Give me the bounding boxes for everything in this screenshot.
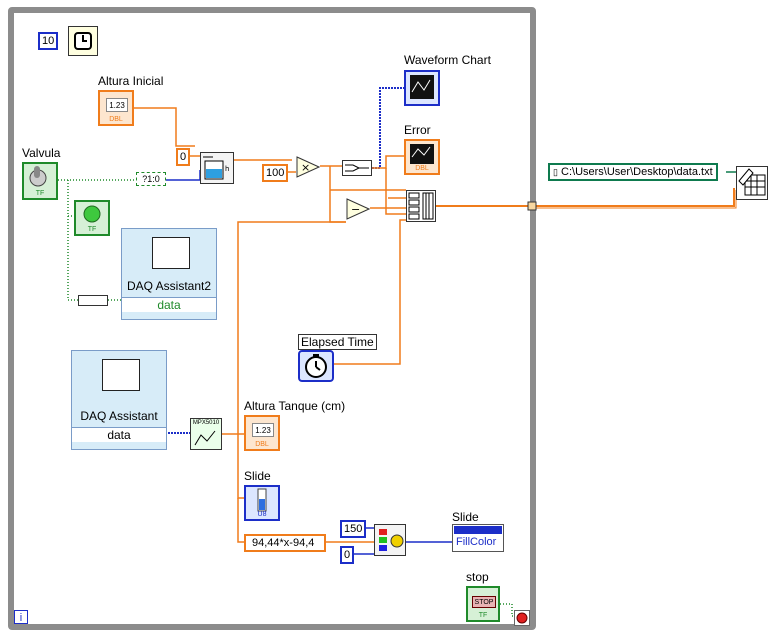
hundred-constant[interactable]: 100: [262, 164, 289, 182]
altura-tanque-indicator[interactable]: 1.23 DBL: [244, 415, 280, 451]
led-indicator[interactable]: TF: [74, 200, 110, 236]
daq-assistant-data-port[interactable]: data: [72, 427, 166, 442]
svg-text:h: h: [225, 165, 229, 173]
write-spreadsheet-file-node[interactable]: [736, 166, 768, 200]
zero-constant[interactable]: 0: [176, 148, 191, 166]
chart-icon: [410, 144, 434, 164]
daq-assistant-node[interactable]: DAQ Assistant data: [71, 350, 167, 450]
tank-subvi-icon[interactable]: h: [200, 152, 234, 184]
error-label: Error: [404, 123, 431, 137]
file-path-constant[interactable]: ▯ C:\Users\User\Desktop\data.txt: [548, 163, 718, 181]
bool-to-number-small[interactable]: [78, 295, 108, 306]
altura-inicial-control[interactable]: 1.23 DBL: [98, 90, 134, 126]
iteration-terminal[interactable]: i: [14, 610, 28, 624]
slide-label: Slide: [244, 469, 271, 483]
build-array-node[interactable]: [342, 160, 372, 176]
altura-inicial-label: Altura Inicial: [98, 74, 164, 88]
subtract-node[interactable]: −: [346, 198, 371, 220]
daq-icon: [102, 359, 140, 391]
elapsed-time-express-vi[interactable]: [298, 350, 334, 382]
fill-color-property[interactable]: FillColor: [456, 536, 497, 548]
numeric-display-icon: 1.23: [106, 98, 128, 112]
color-ramp-icon: [379, 529, 404, 551]
svg-text:−: −: [351, 203, 360, 216]
tf-type-label: TF: [35, 190, 45, 197]
valvula-control[interactable]: TF: [22, 162, 58, 200]
sensor-subvi[interactable]: MPX5010: [190, 418, 222, 450]
slide-indicator[interactable]: U8: [244, 485, 280, 521]
stop-control[interactable]: STOP TF: [466, 586, 500, 622]
daq-assistant2-node[interactable]: DAQ Assistant2 data: [121, 228, 217, 320]
property-header: [454, 526, 502, 534]
numeric-display-icon: 1.23: [252, 423, 274, 437]
multiply-node[interactable]: ×: [296, 156, 321, 178]
dbl-type-label: DBL: [415, 165, 429, 172]
sensor-subvi-label: MPX5010: [192, 420, 220, 426]
led-icon: [83, 205, 101, 223]
u8-type-label: U8: [257, 511, 267, 518]
graph-icon: [194, 430, 216, 446]
formula-node[interactable]: 94,44*x-94,4: [244, 534, 326, 552]
slider-icon: [257, 488, 267, 512]
slide-property-node[interactable]: FillColor: [452, 524, 504, 552]
daq-assistant2-title: DAQ Assistant2: [126, 279, 212, 293]
color-scale-node[interactable]: [374, 524, 406, 556]
slide-property-label: Slide: [452, 510, 479, 524]
waveform-chart-indicator[interactable]: [404, 70, 440, 106]
stop-button-icon: STOP: [472, 596, 496, 608]
while-loop-frame[interactable]: [8, 7, 536, 630]
dbl-type-label: DBL: [109, 116, 123, 123]
tf-type-label: TF: [478, 612, 488, 619]
toggle-switch-icon: [29, 166, 47, 187]
range-max-constant[interactable]: 150: [340, 520, 367, 538]
altura-tanque-label: Altura Tanque (cm): [244, 399, 346, 413]
svg-text:×: ×: [301, 161, 310, 174]
wait-timer-icon[interactable]: [68, 26, 98, 56]
stop-circle-icon: [516, 612, 528, 624]
stopwatch-icon: [305, 354, 327, 378]
waveform-chart-label: Waveform Chart: [404, 53, 491, 67]
spreadsheet-write-icon: [738, 168, 766, 196]
daq-assistant2-data-port[interactable]: data: [122, 297, 216, 312]
range-min-constant[interactable]: 0: [340, 546, 355, 564]
tf-type-label: TF: [87, 226, 97, 233]
path-icon: ▯: [553, 167, 558, 177]
dbl-type-label: DBL: [255, 441, 269, 448]
error-indicator[interactable]: DBL: [404, 139, 440, 175]
valvula-label: Valvula: [22, 146, 61, 160]
chart-icon: [410, 75, 434, 99]
loop-condition-terminal[interactable]: [514, 610, 530, 626]
daq-assistant-title: DAQ Assistant: [80, 409, 158, 423]
file-path-text: C:\Users\User\Desktop\data.txt: [561, 166, 713, 178]
daq-icon: [152, 237, 190, 269]
elapsed-time-label: Elapsed Time: [298, 334, 377, 350]
build-array-file-node[interactable]: [406, 190, 436, 222]
bool-to-number-node[interactable]: ?1:0: [136, 172, 166, 186]
wait-ms-constant[interactable]: 10: [38, 32, 59, 50]
stop-label: stop: [466, 570, 489, 584]
